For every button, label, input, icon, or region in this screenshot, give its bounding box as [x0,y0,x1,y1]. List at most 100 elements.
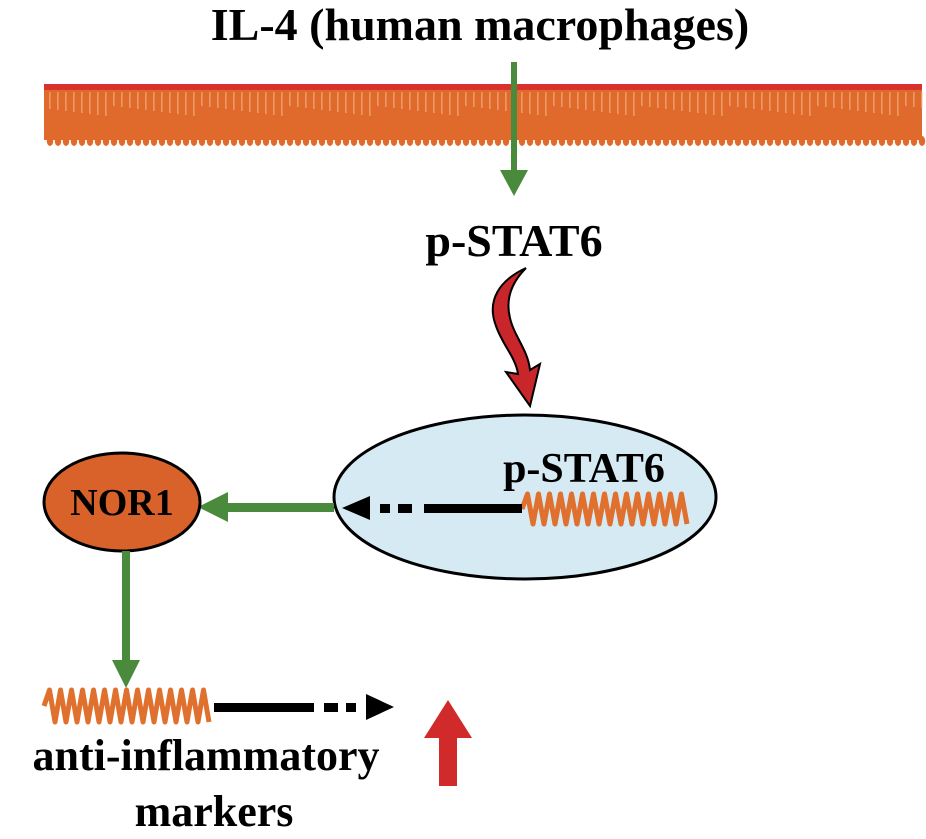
membrane-tooth [198,136,206,146]
pstat6-label: p-STAT6 [425,215,602,266]
membrane-streak [681,92,683,111]
membrane-tooth [214,136,222,146]
membrane-streak [425,92,427,112]
membrane-streak [489,92,491,109]
membrane-tooth [606,136,614,146]
membrane-streak [185,92,187,115]
membrane-streak [65,92,67,111]
membrane-streak [497,92,499,110]
membrane-streak [697,92,699,113]
membrane-tooth [278,136,286,146]
membrane-streak [153,92,155,111]
membrane-streak [89,92,91,114]
membrane-tooth [478,136,486,146]
membrane-tooth [534,136,542,146]
membrane-tooth [646,136,654,146]
membrane-tooth [678,136,686,146]
membrane-tooth [878,136,886,146]
membrane-streak [361,92,363,115]
membrane-streak [441,92,443,114]
coil-path [41,687,212,725]
membrane-tooth [758,136,766,146]
membrane-tooth [302,136,310,146]
membrane-tooth [894,136,902,146]
membrane-streak [249,92,251,112]
membrane-streak [81,92,83,113]
membrane-tooth [918,136,926,146]
membrane-tooth [326,136,334,146]
membrane-streak [569,92,571,108]
membrane-streak [729,92,731,106]
membrane-tooth [718,136,726,146]
membrane-tooth [54,136,62,146]
membrane-streak [97,92,99,115]
arrow-dash [398,504,412,513]
membrane-tooth [598,136,606,146]
membrane-streak [57,92,59,110]
arrow-head [366,694,394,720]
membrane-tooth [382,136,390,146]
membrane-tooth [558,136,566,146]
membrane-streak [329,92,331,111]
membrane-streak [337,92,339,112]
membrane-tooth [742,136,750,146]
arrow-dash [346,703,356,712]
arrow-solid-segment [214,703,314,712]
membrane-streak [609,92,611,113]
membrane-streak [369,92,371,116]
il4-activation-arrow [500,62,528,196]
membrane-streak [209,92,211,107]
membrane-tooth [222,136,230,146]
membrane-body [44,88,922,140]
translocation-arrow [491,267,542,409]
nor1-induction-arrow [198,492,334,522]
membrane-streak [601,92,603,112]
membrane-streak [321,92,323,110]
membrane-tooth [910,136,918,146]
membrane-tooth [366,136,374,146]
membrane-tooth [614,136,622,146]
membrane-streak [169,92,171,113]
membrane-streak [841,92,843,109]
markers-label-line1: anti-inflammatory [32,731,379,780]
membrane-tooth [310,136,318,146]
arrow-head [342,496,370,520]
coil-path [519,491,690,527]
membrane-streak [769,92,771,111]
arrow-shaft [122,551,130,665]
membrane-tooth [566,136,574,146]
membrane-tooth [854,136,862,146]
arrow-head [112,660,140,688]
membrane-streak [593,92,595,111]
membrane-streak [409,92,411,110]
membrane-tooth [230,136,238,146]
membrane-streak [745,92,747,108]
membrane-tooth [294,136,302,146]
membrane-tooth [358,136,366,146]
membrane-tooth [398,136,406,146]
membrane-streak [713,92,715,115]
membrane-streak [673,92,675,110]
marker-gene-coil [41,687,212,725]
membrane-tooth [286,136,294,146]
arrow-head [500,170,528,196]
membrane-streak [545,92,547,116]
membrane-tooth [190,136,198,146]
arrow-shaft [222,503,334,512]
curved-arrow-icon [491,267,542,409]
membrane-tooth [886,136,894,146]
membrane-tooth [94,136,102,146]
membrane-tooth [254,136,262,146]
membrane-tooth [270,136,278,146]
membrane-streak [273,92,275,115]
membrane-tooth [174,136,182,146]
membrane-tooth [734,136,742,146]
membrane-tooth [574,136,582,146]
membrane-streak [345,92,347,113]
membrane-streak [897,92,899,116]
pstat6-nucleus-label: p-STAT6 [503,446,665,492]
membrane-tooth [134,136,142,146]
arrow-dash [324,703,338,712]
membrane-streak [801,92,803,115]
arrow-dash [380,504,390,513]
